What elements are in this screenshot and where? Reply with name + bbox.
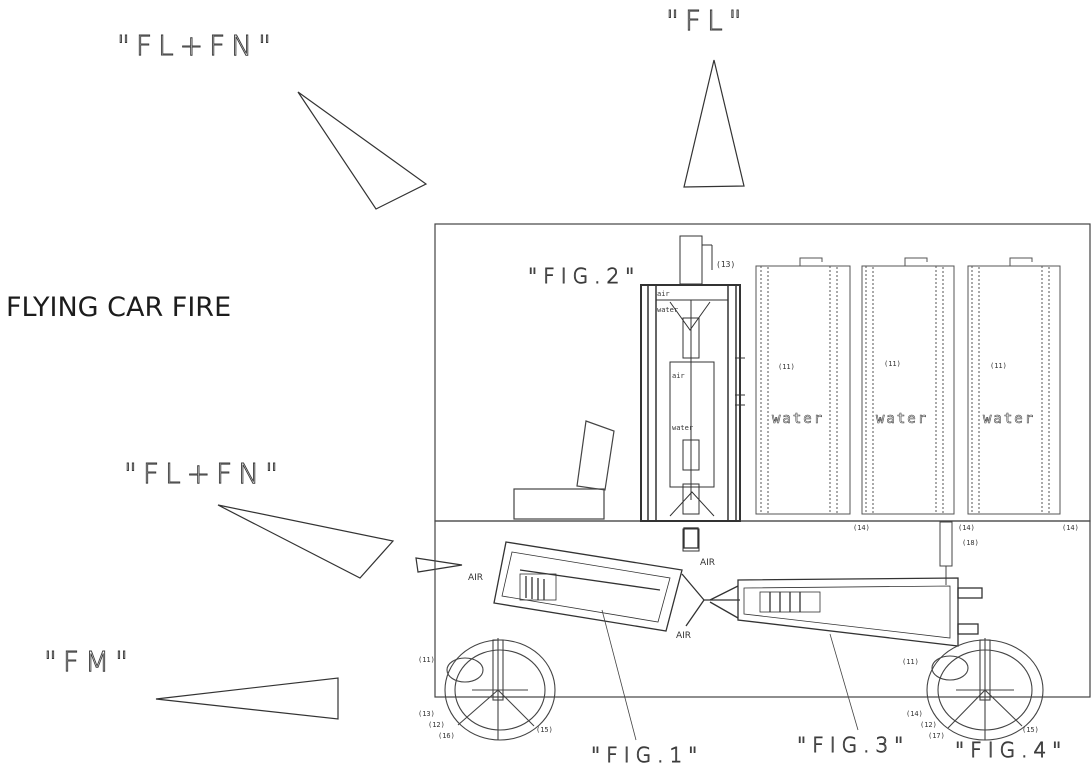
fig3-engine (709, 577, 983, 647)
ref-15-left: (15) (536, 726, 553, 734)
tank-2-ref: (11) (884, 360, 901, 368)
diagram-title: FLYING CAR FIRE (6, 292, 232, 323)
tank-3-ref: (11) (990, 362, 1007, 370)
triangle-small-inlet (415, 557, 463, 573)
water-tanks (755, 257, 1061, 515)
ref-15-right: (15) (1022, 726, 1039, 734)
label-fl-fn-top: "FL+FN" (117, 29, 277, 62)
leader-lines (601, 609, 859, 741)
ref-12-left: (12) (428, 721, 445, 729)
air-left-label: AIR (468, 573, 483, 583)
label-fl-top: "FL" (666, 4, 747, 37)
ref-14-right: (14) (906, 710, 923, 718)
tank-2-content: water (876, 411, 928, 427)
ref-12-right: (12) (920, 721, 937, 729)
ref-13-left: (13) (418, 710, 435, 718)
triangle-fl-top (683, 59, 745, 188)
vehicle-body-lower (434, 520, 1091, 698)
label-fig3: "FIG.3" (797, 733, 909, 757)
label-fl-fn-mid: "FL+FN" (124, 457, 284, 490)
triangle-fl-fn-top (297, 91, 428, 210)
label-fig1: "FIG.1" (591, 743, 703, 767)
triangle-fm (155, 677, 339, 720)
ref-14-a: (14) (853, 524, 870, 532)
left-wheel (444, 638, 556, 741)
label-fig4: "FIG.4" (955, 738, 1067, 762)
label-fm: "FM" (44, 645, 134, 678)
ref-16-left: (16) (438, 732, 455, 740)
ref-11-left: (11) (418, 656, 435, 664)
ref-14-c: (14) (1062, 524, 1079, 532)
label-fig2: "FIG.2" (528, 264, 640, 288)
ref-13-top: (13) (716, 260, 735, 269)
column-air-mid-label: air (672, 372, 685, 380)
air-bottom-label: AIR (676, 631, 691, 641)
ref-11-right: (11) (902, 658, 919, 666)
ref-18: (18) (962, 539, 979, 547)
fig2-column (640, 235, 745, 552)
triangle-fl-fn-mid (217, 504, 395, 579)
tank-3-content: water (983, 411, 1035, 427)
column-water-top-label: water (657, 306, 678, 314)
ref-14-b: (14) (958, 524, 975, 532)
fig1-engine (493, 527, 740, 632)
column-water-mid-label: water (672, 424, 693, 432)
pipe-18 (939, 521, 953, 585)
right-wheel (926, 638, 1044, 741)
tank-1-content: water (772, 411, 824, 427)
tank-1-ref: (11) (778, 363, 795, 371)
seat (513, 420, 615, 520)
ref-17-right: (17) (928, 732, 945, 740)
air-top-label: AIR (700, 558, 715, 568)
column-air-label: air (657, 290, 670, 298)
